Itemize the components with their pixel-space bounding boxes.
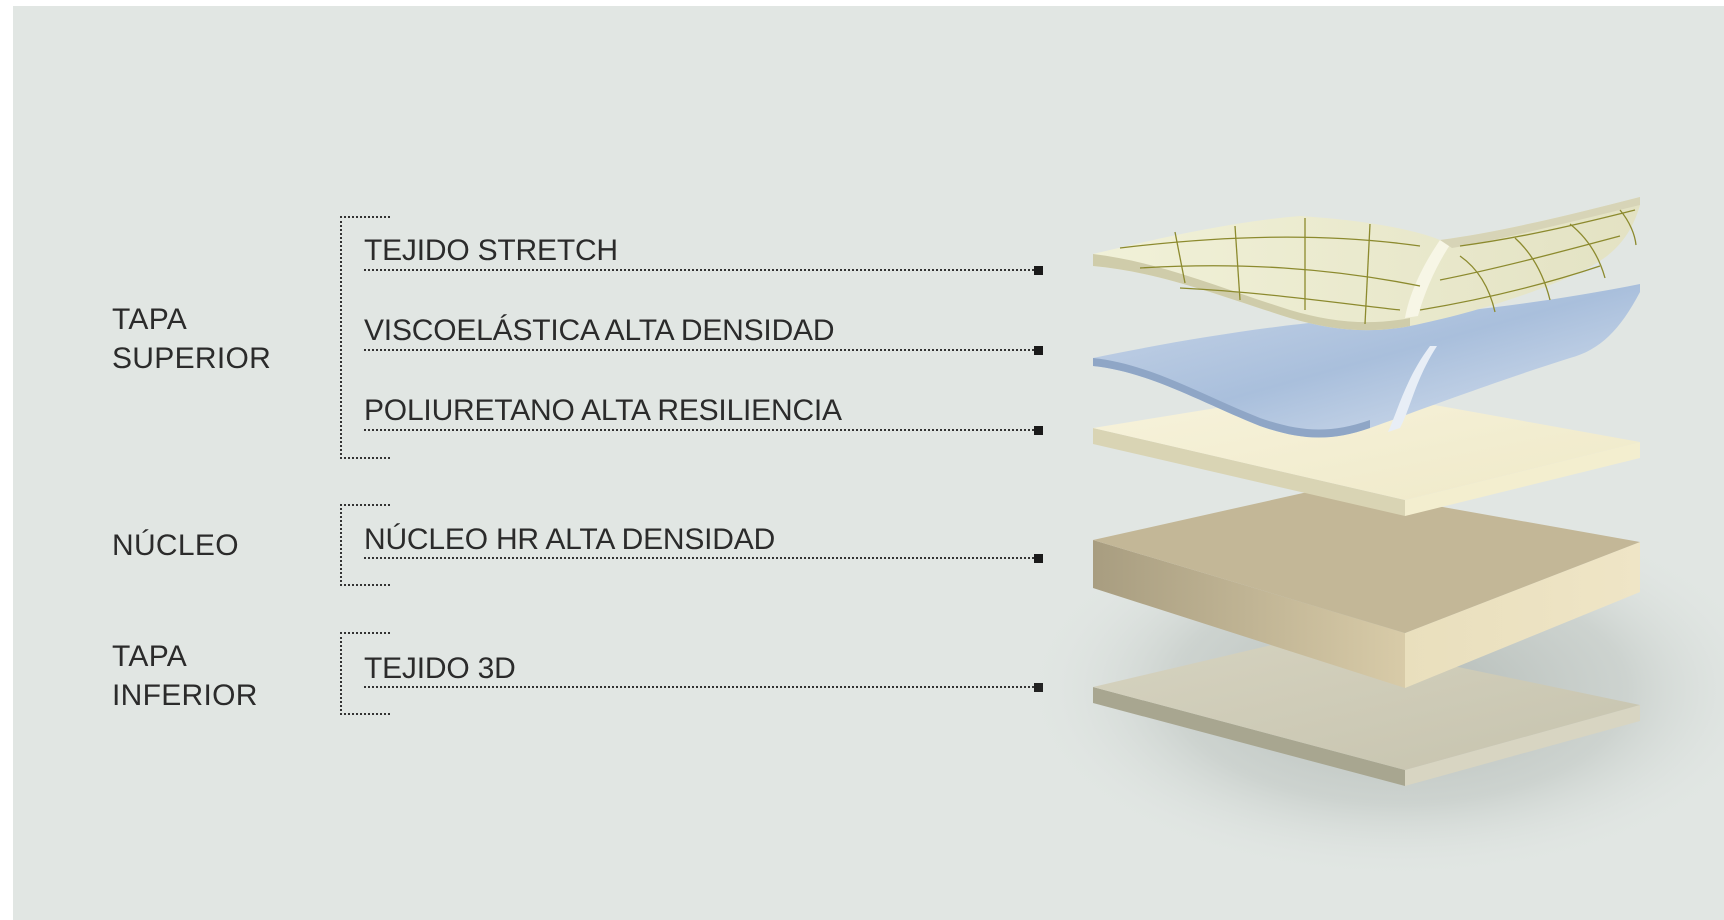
group-label-line: INFERIOR	[112, 679, 258, 712]
layer-shape-nucleo	[1093, 487, 1640, 688]
group-label-line: TAPA	[112, 303, 188, 336]
group-label-nucleo: NÚCLEO	[112, 526, 239, 565]
mattress-layers-illustration	[1020, 197, 1724, 880]
layer-label-nucleo-hr: NÚCLEO HR ALTA DENSIDAD	[364, 523, 776, 556]
group-label-line: NÚCLEO	[112, 529, 239, 562]
leader-line-viscoelastica	[364, 349, 1034, 351]
layer-label-tejido-stretch: TEJIDO STRETCH	[364, 234, 618, 267]
layer-shape-tejido-stretch	[1093, 197, 1640, 331]
layer-label-tejido-3d: TEJIDO 3D	[364, 652, 516, 685]
layer-shape-tejido-3d	[1093, 636, 1640, 786]
layer-label-poliuretano: POLIURETANO ALTA RESILIENCIA	[364, 394, 842, 427]
layer-shape-viscoelastica	[1093, 284, 1640, 438]
leader-line-tejido-stretch	[364, 269, 1034, 271]
leader-line-tejido-3d	[364, 686, 1034, 688]
leader-line-poliuretano	[364, 429, 1034, 431]
leader-endpoint-marker	[1034, 346, 1043, 355]
leader-line-nucleo-hr	[364, 557, 1034, 559]
group-label-line: SUPERIOR	[112, 342, 272, 375]
group-label-tapa-superior: TAPA SUPERIOR	[112, 300, 271, 378]
leader-endpoint-marker	[1034, 554, 1043, 563]
bracket-tapa-inferior	[340, 632, 390, 715]
leader-endpoint-marker	[1034, 266, 1043, 275]
layer-shape-poliuretano	[1093, 388, 1640, 516]
leader-endpoint-marker	[1034, 426, 1043, 435]
bracket-nucleo	[340, 504, 390, 586]
layer-label-viscoelastica: VISCOELÁSTICA ALTA DENSIDAD	[364, 314, 835, 347]
group-label-line: TAPA	[112, 640, 188, 673]
bracket-tapa-superior	[340, 216, 390, 459]
group-label-tapa-inferior: TAPA INFERIOR	[112, 637, 258, 715]
